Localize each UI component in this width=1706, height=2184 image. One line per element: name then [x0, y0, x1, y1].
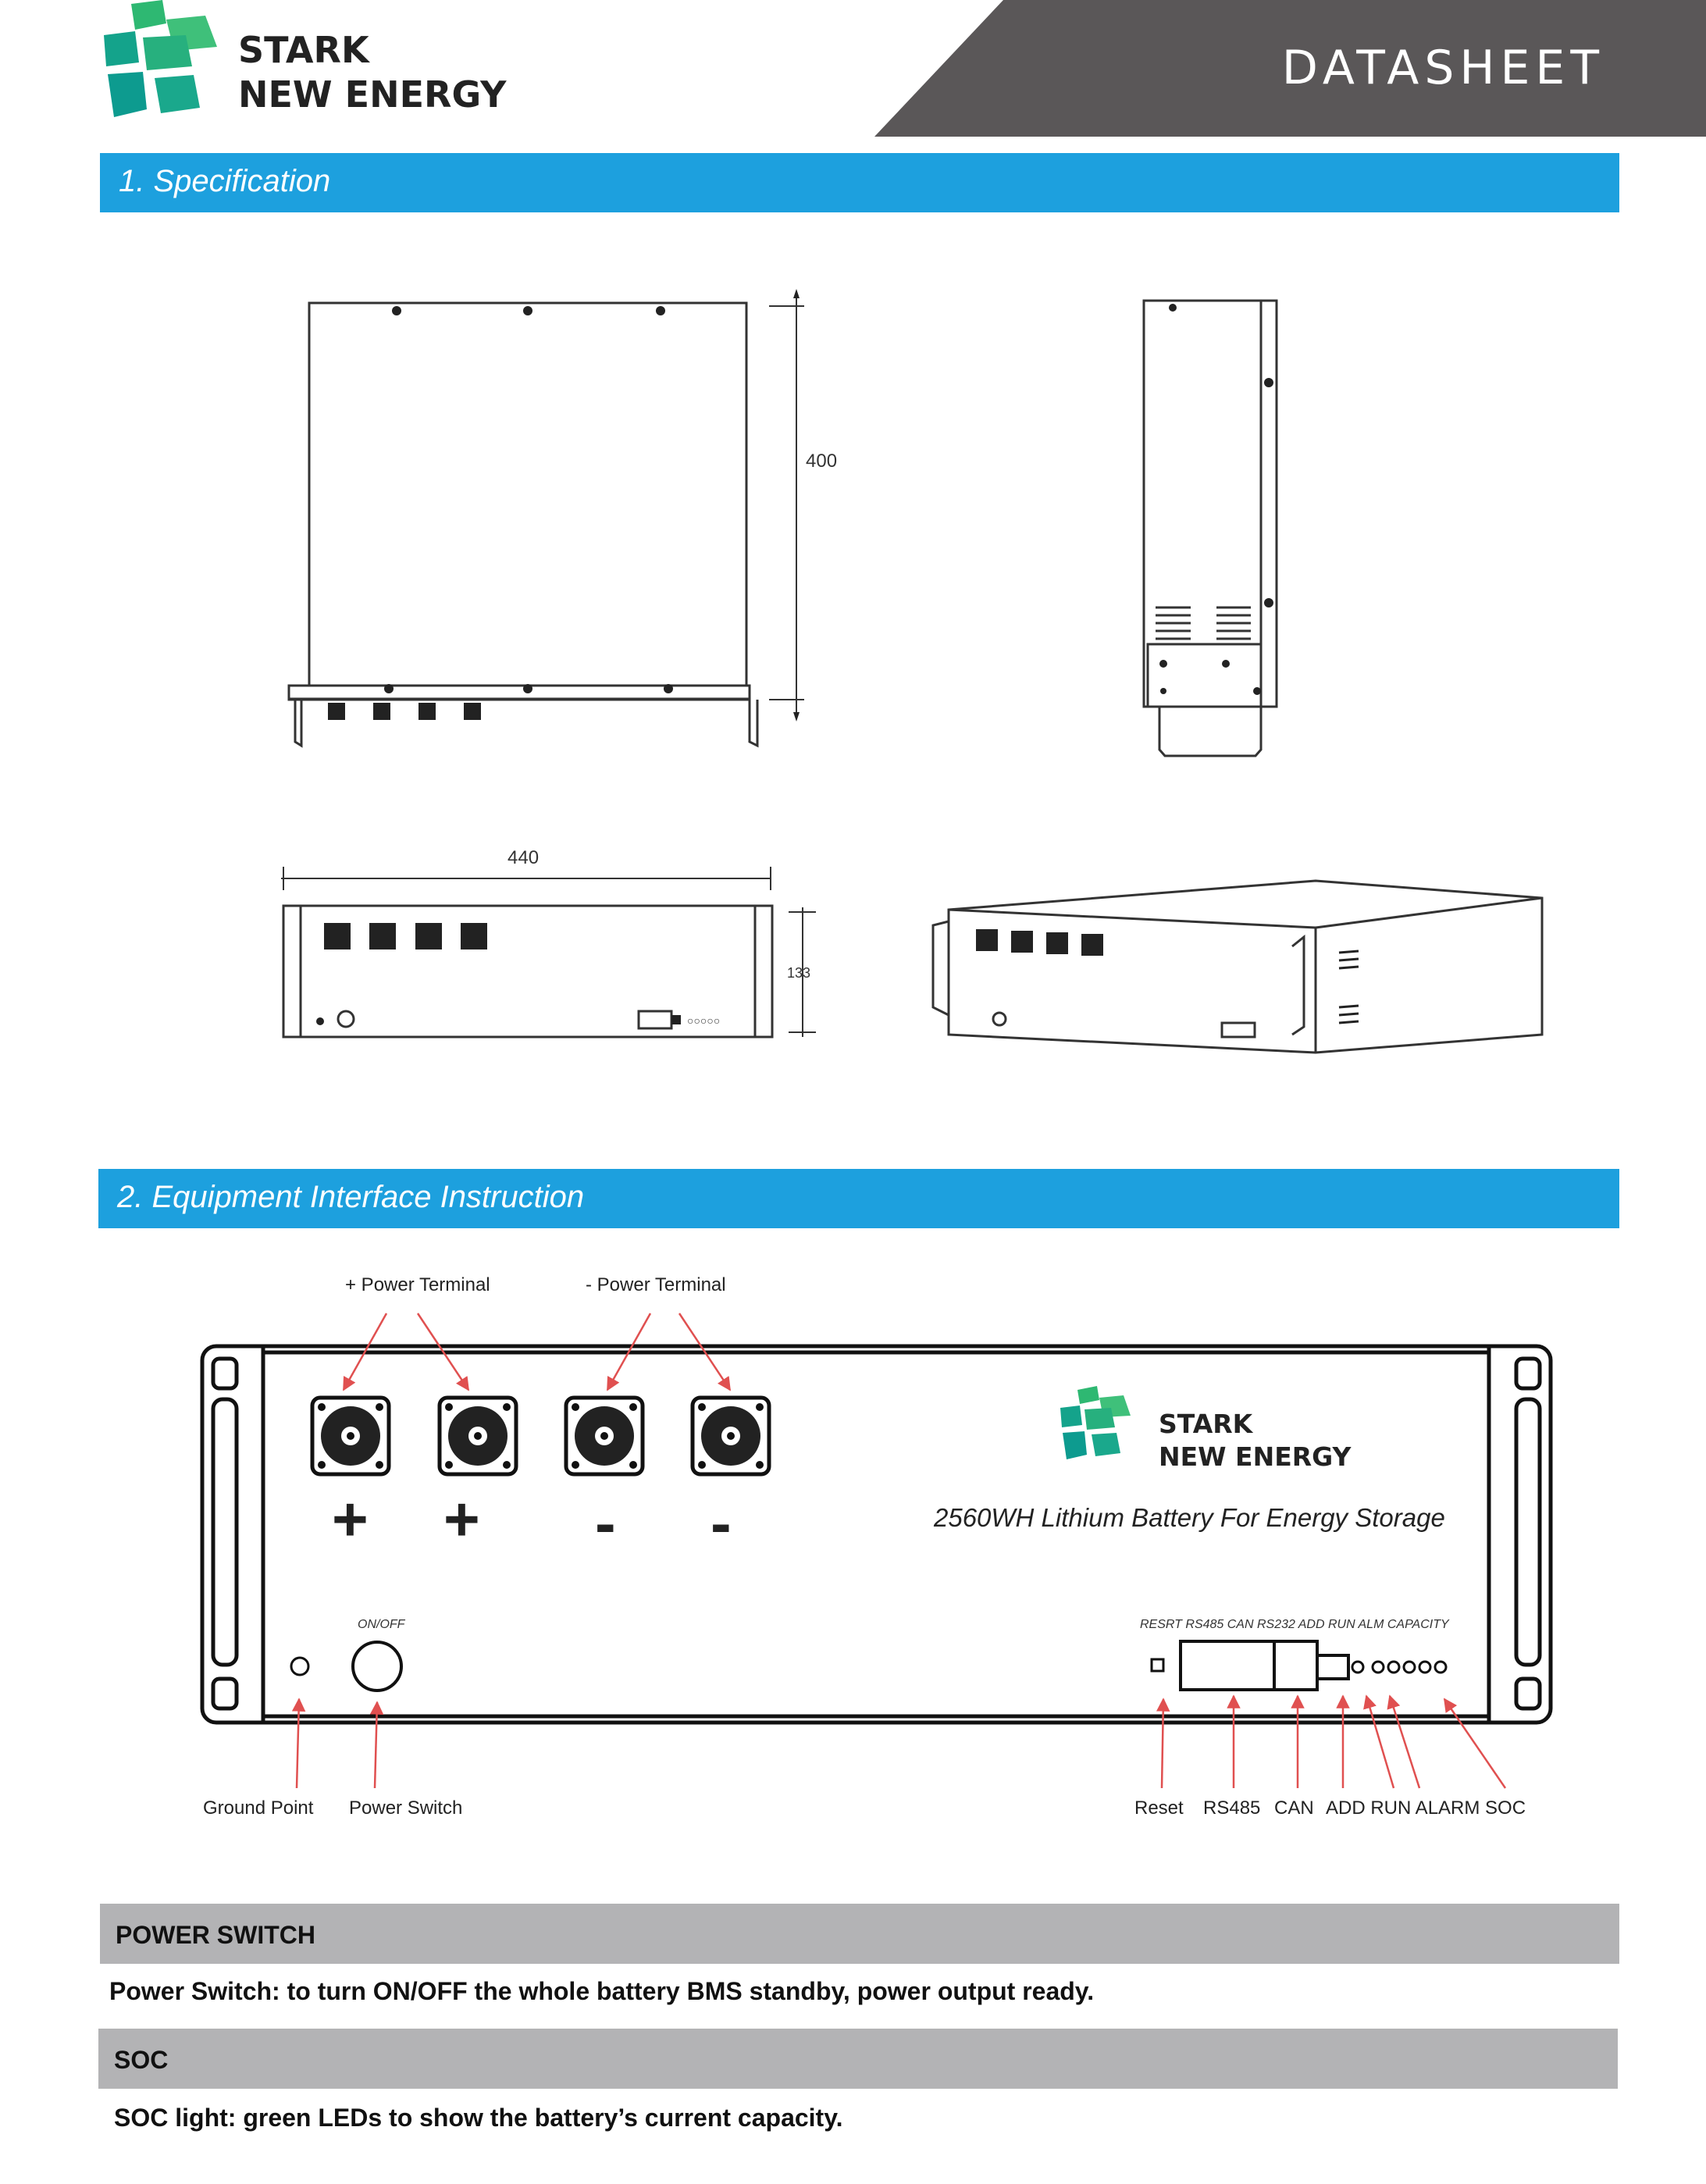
section-title: 1. Specification [119, 164, 331, 198]
side-view-drawing [1142, 299, 1278, 757]
soc-description: SOC light: green LEDs to show the batter… [114, 2104, 843, 2132]
brand-name-line1: STARK [238, 29, 369, 71]
note-heading: SOC [114, 2046, 169, 2074]
front-panel-drawing [200, 1344, 1553, 1725]
power-terminals [310, 1395, 771, 1477]
indicator-callouts: ADD RUN ALARM SOC [1326, 1797, 1526, 1819]
terminal-sign: + [443, 1484, 480, 1554]
terminal-sign: + [332, 1484, 369, 1554]
negative-terminal-label: - Power Terminal [586, 1274, 726, 1295]
note-heading: POWER SWITCH [116, 1921, 315, 1949]
terminal-sign: - [711, 1488, 732, 1558]
positive-terminal-label: + Power Terminal [345, 1274, 490, 1295]
header-band [874, 0, 1706, 137]
panel-brand-line1: STARK [1159, 1409, 1253, 1439]
ground-point-callout: Ground Point [203, 1797, 314, 1819]
section-bar-specification: 1. Specification [100, 153, 1619, 212]
power-switch-heading-bar: POWER SWITCH [100, 1904, 1619, 1964]
panel-logo-icon [1060, 1386, 1131, 1459]
width-dimension-label: 440 [508, 847, 540, 868]
onoff-label: ON/OFF [358, 1618, 405, 1631]
isometric-view-drawing [931, 879, 1544, 1054]
can-callout: CAN [1274, 1797, 1314, 1819]
stark-logo-icon [104, 0, 217, 117]
terminal-sign: - [595, 1488, 616, 1558]
section-bar-interface: 2. Equipment Interface Instruction [98, 1169, 1619, 1228]
power-switch-callout: Power Switch [349, 1797, 463, 1819]
reset-callout: Reset [1134, 1797, 1184, 1819]
section-title: 2. Equipment Interface Instruction [117, 1180, 585, 1214]
port-header-label: RESRT RS485 CAN RS232 ADD RUN ALM CAPACI… [1140, 1618, 1449, 1631]
front-height-dimension-label: 133 [787, 965, 811, 981]
rs485-callout: RS485 [1203, 1797, 1261, 1819]
soc-heading-bar: SOC [98, 2029, 1618, 2089]
brand-name-line2: NEW ENERGY [238, 73, 507, 116]
front-view-drawing: ○○○○○ [281, 867, 816, 1039]
svg-text:○○○○○: ○○○○○ [687, 1014, 720, 1027]
height-dimension-label: 400 [806, 451, 838, 472]
top-view-drawing [287, 289, 804, 748]
doc-type-title: DATASHEET [1281, 41, 1604, 95]
panel-brand-line2: NEW ENERGY [1159, 1441, 1352, 1472]
product-caption: 2560WH Lithium Battery For Energy Storag… [934, 1503, 1445, 1532]
power-switch-description: Power Switch: to turn ON/OFF the whole b… [109, 1977, 1095, 2005]
